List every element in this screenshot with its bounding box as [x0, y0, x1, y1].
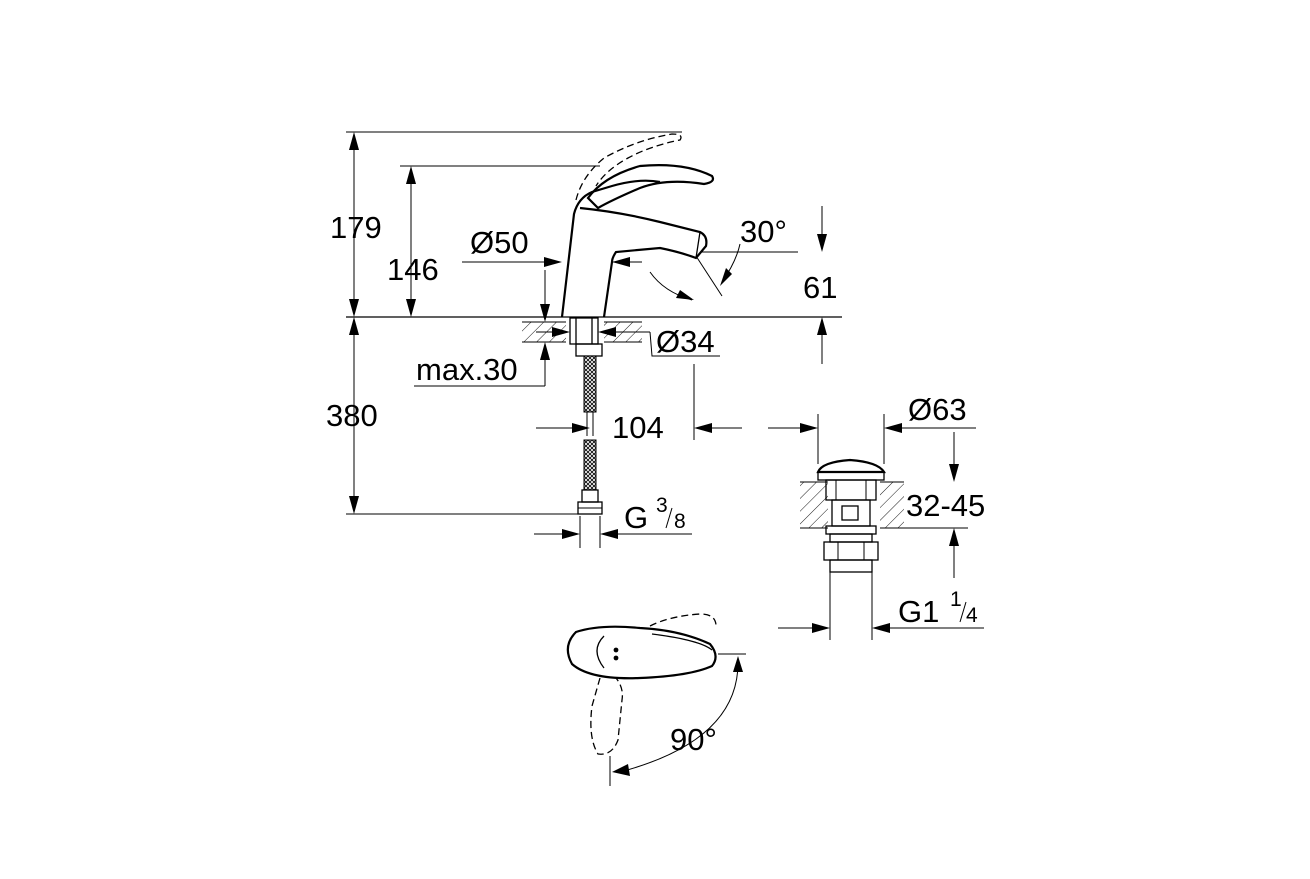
svg-text:G1: G1 — [898, 594, 939, 629]
dim-total-height-label: 179 — [330, 210, 382, 245]
dim-base-diameter: Ø50 — [462, 225, 642, 267]
dim-base-diameter-label: Ø50 — [470, 225, 529, 260]
lever-top-outline — [566, 625, 717, 680]
thread-numerator: 3 — [656, 494, 668, 517]
dim-hole-diameter-label: Ø34 — [656, 324, 715, 359]
waste-thread-prefix: G1 — [898, 594, 939, 629]
waste-cap — [816, 458, 886, 474]
faucet-lever — [586, 164, 715, 210]
braided-hose — [583, 355, 597, 413]
dim-waste-diameter: Ø63 — [768, 392, 976, 464]
dim-spout-height: 146 — [387, 165, 600, 317]
hose-fitting — [581, 489, 599, 503]
waste-thread-denominator: 4 — [966, 604, 978, 627]
dim-max-counter-label: max.30 — [416, 352, 518, 387]
faucet-side-view — [346, 133, 842, 515]
thread-prefix: G — [624, 500, 648, 535]
lever-rotated-position — [590, 677, 624, 755]
dim-spout-angle: 30° — [649, 214, 798, 301]
svg-text:3: 3 — [656, 494, 668, 517]
waste-thread-numerator: 1 — [950, 588, 962, 611]
faucet-spout — [579, 206, 708, 263]
dim-spout-projection: 61 — [803, 206, 837, 364]
dim-spout-reach: 104 — [536, 364, 742, 445]
dim-hose-length: 380 — [326, 317, 584, 515]
svg-text:G: G — [624, 500, 648, 535]
lever-alternate-position — [575, 133, 682, 201]
dim-connection-thread: G 3 8 — [534, 494, 692, 548]
dim-spout-projection-label: 61 — [803, 270, 837, 305]
svg-text:8: 8 — [674, 510, 686, 533]
dim-spout-height-label: 146 — [387, 252, 439, 287]
dim-clamp-range-label: 32-45 — [906, 488, 985, 523]
dim-hole-diameter: Ø34 — [536, 324, 720, 359]
dim-spout-angle-label: 30° — [740, 214, 787, 249]
dim-waste-diameter-label: Ø63 — [908, 392, 967, 427]
dim-waste-thread: G1 1 4 — [778, 588, 984, 633]
svg-text:1: 1 — [950, 588, 962, 611]
dim-clamp-range: 32-45 — [904, 432, 985, 578]
svg-text:4: 4 — [966, 604, 978, 627]
dim-lever-rotation-label: 90° — [670, 722, 717, 757]
dim-total-height: 179 — [330, 131, 682, 317]
dim-hose-length-label: 380 — [326, 398, 378, 433]
thread-denominator: 8 — [674, 510, 686, 533]
lever-top-view: 90° — [566, 613, 746, 786]
popup-waste — [800, 458, 904, 640]
dim-max-counter: max.30 — [414, 270, 550, 387]
dim-spout-reach-label: 104 — [612, 410, 664, 445]
